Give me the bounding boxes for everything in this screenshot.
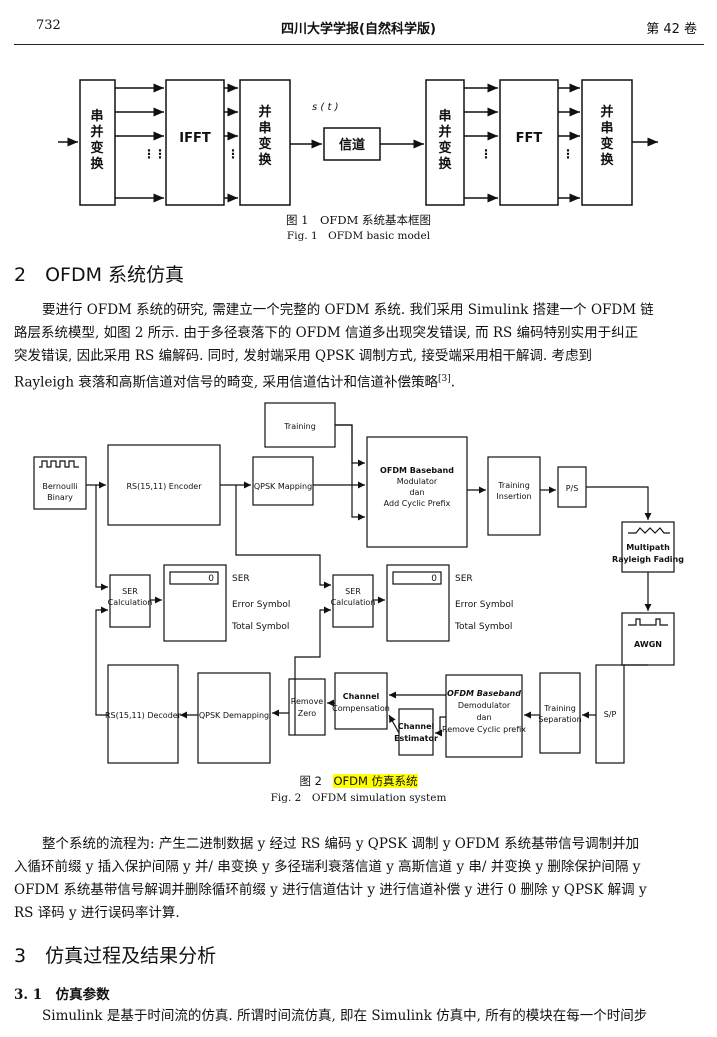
- fig1-sp1-char: 变: [90, 140, 103, 156]
- section-2-paragraph: 要进行 OFDM 系统的研究, 需建立一个完整的 OFDM 系统. 我们采用 S…: [14, 299, 704, 322]
- fig1-ps1-char: 并: [258, 104, 271, 120]
- text-line: 突发错误, 因此采用 RS 编解码. 同时, 发射端采用 QPSK 调制方式, …: [14, 348, 592, 364]
- text-line: 入循环前缀 y 插入保护间隔 y 并/ 串变换 y 多径瑞利衰落信道 y 高斯信…: [14, 859, 641, 875]
- channel-estimator-label: Estimator: [394, 734, 438, 743]
- rs-decoder-label: RS(15,11) Decoder: [105, 711, 182, 720]
- figure-2-caption-cn: 图 2 OFDM 仿真系统: [0, 774, 717, 788]
- display1-label: Total Symbol: [231, 622, 289, 632]
- text-line: 路层系统模型, 如图 2 所示. 由于多径衰落下的 OFDM 信道多出现突发错误…: [14, 325, 639, 341]
- channel-comp-label: Compensation: [332, 704, 390, 713]
- citation: [3]: [437, 374, 451, 384]
- subsection-heading: 3. 1 仿真参数: [14, 987, 110, 1003]
- figure-1-caption-cn: 图 1 OFDM 系统基本框图: [285, 213, 432, 227]
- fig1-sp1-char: 并: [90, 124, 103, 140]
- ser2-label: Calculation: [331, 598, 376, 607]
- fig1-ps2-char: 换: [600, 152, 614, 168]
- rs-encoder-label: RS(15,11) Encoder: [126, 482, 202, 491]
- svg-text:⋮: ⋮: [480, 147, 492, 161]
- figure-2-diagram: Training Bernoulli Binary RS(15,11) Enco…: [33, 402, 684, 764]
- text-line: Rayleigh 衰落和高斯信道对信号的畸变, 采用信道估计和信道补偿策略: [14, 374, 438, 391]
- ofdm-demod-label: dan: [476, 713, 491, 722]
- text-line: 整个系统的流程为: 产生二进制数据 y 经过 RS 编码 y QPSK 调制 y…: [42, 836, 640, 852]
- fig1-fft-label: FFT: [516, 131, 543, 146]
- channel-comp-label: Channel: [343, 692, 380, 701]
- fig1-ps2-char: 串: [600, 120, 613, 136]
- ser1-label: Calculation: [108, 598, 153, 607]
- fig1-ps1-char: 换: [258, 152, 272, 168]
- channel-estimator-label: Channel: [398, 722, 435, 731]
- fig1-ps1-char: 串: [258, 120, 271, 136]
- bernoulli-label: Bernoulli: [42, 482, 77, 491]
- fig1-ps1-char: 变: [258, 136, 271, 152]
- display2-value: 0: [431, 574, 437, 584]
- qpsk-mapping-label: QPSK Mapping: [254, 482, 312, 491]
- multipath-label: Multipath: [626, 543, 670, 552]
- svg-text:⋮⋮: ⋮⋮: [143, 147, 165, 161]
- ps-label: P/S: [566, 484, 579, 493]
- caption-highlight: OFDM 仿真系统: [333, 774, 418, 788]
- volume-label: 第 42 卷: [646, 22, 697, 37]
- fig1-ps2-char: 并: [600, 104, 613, 120]
- fig1-sp2-char: 并: [438, 124, 451, 140]
- training-insertion-label: Training: [497, 481, 530, 490]
- section-3-heading: 3 仿真过程及结果分析: [14, 945, 217, 967]
- display1-label: SER: [232, 574, 250, 584]
- page-number: 732: [36, 18, 61, 33]
- sp-label: S/P: [604, 710, 617, 719]
- display2-label: Total Symbol: [454, 622, 512, 632]
- remove-zero-label: Zero: [298, 709, 317, 718]
- caption-prefix: 图 2: [299, 774, 334, 788]
- qpsk-demapping-label: QPSK Demapping: [199, 711, 269, 720]
- display1-label: Error Symbol: [232, 600, 290, 610]
- ofdm-demod-label: Remove Cyclic prefix: [442, 725, 526, 734]
- training-insertion-label: Insertion: [496, 492, 531, 501]
- fig1-ifft-label: IFFT: [179, 131, 211, 146]
- fig1-sp1-char: 换: [90, 156, 104, 172]
- ofdm-demod-label: Demodulator: [458, 701, 511, 710]
- training-separation-label: Separation: [538, 715, 582, 724]
- fig1-channel-label: 信道: [339, 137, 365, 153]
- display2-label: SER: [455, 574, 473, 584]
- awgn-label: AWGN: [634, 640, 662, 649]
- text-line: 要进行 OFDM 系统的研究, 需建立一个完整的 OFDM 系统. 我们采用 S…: [42, 302, 654, 318]
- fig1-ps2-char: 变: [600, 136, 613, 152]
- ofdm-demod-label: OFDM Baseband: [447, 689, 521, 698]
- fig1-sp2-char: 换: [438, 156, 452, 172]
- display1-value: 0: [208, 574, 214, 584]
- journal-title: 四川大学学报(自然科学版): [281, 22, 436, 37]
- multipath-label: Rayleigh Fading: [612, 555, 684, 564]
- figure-1-caption-en: Fig. 1 OFDM basic model: [286, 230, 431, 242]
- display2-label: Error Symbol: [455, 600, 513, 610]
- ofdm-mod-label: OFDM Baseband: [380, 466, 454, 475]
- fig1-signal-label: s ( t ): [312, 102, 338, 113]
- figure-1-diagram: ⋮⋮ ⋮ ⋮ ⋮ 串 并 变 换 IFFT 并 串 变 换 信道 串 并 变 换…: [58, 79, 658, 206]
- svg-text:⋮: ⋮: [227, 147, 239, 161]
- fig1-sp2-char: 串: [438, 108, 451, 124]
- section-3-paragraph: Simulink 是基于时间流的仿真. 所谓时间流仿真, 即在 Simulink…: [42, 1008, 648, 1024]
- ser2-label: SER: [345, 587, 361, 596]
- training-separation-label: Training: [543, 704, 576, 713]
- ser1-label: SER: [122, 587, 138, 596]
- text-line: RS 译码 y 进行误码率计算.: [14, 905, 180, 921]
- fig1-sp2-char: 变: [438, 140, 451, 156]
- text-line: OFDM 系统基带信号解调并删除循环前缀 y 进行信道估计 y 进行信道补偿 y…: [14, 882, 647, 898]
- ofdm-mod-label: Modulator: [397, 477, 438, 486]
- header-rule: [14, 44, 704, 45]
- ofdm-mod-label: dan: [409, 488, 424, 497]
- svg-text:⋮: ⋮: [562, 147, 574, 161]
- fig1-sp1-char: 串: [90, 108, 103, 124]
- training-label: Training: [283, 422, 316, 431]
- ofdm-mod-label: Add Cyclic Prefix: [384, 499, 451, 508]
- bernoulli-label: Binary: [47, 493, 73, 502]
- section-2-heading: 2 OFDM 系统仿真: [14, 264, 185, 286]
- remove-zero-label: Remove: [291, 697, 324, 706]
- figure-2-caption-en: Fig. 2 OFDM simulation system: [270, 792, 447, 804]
